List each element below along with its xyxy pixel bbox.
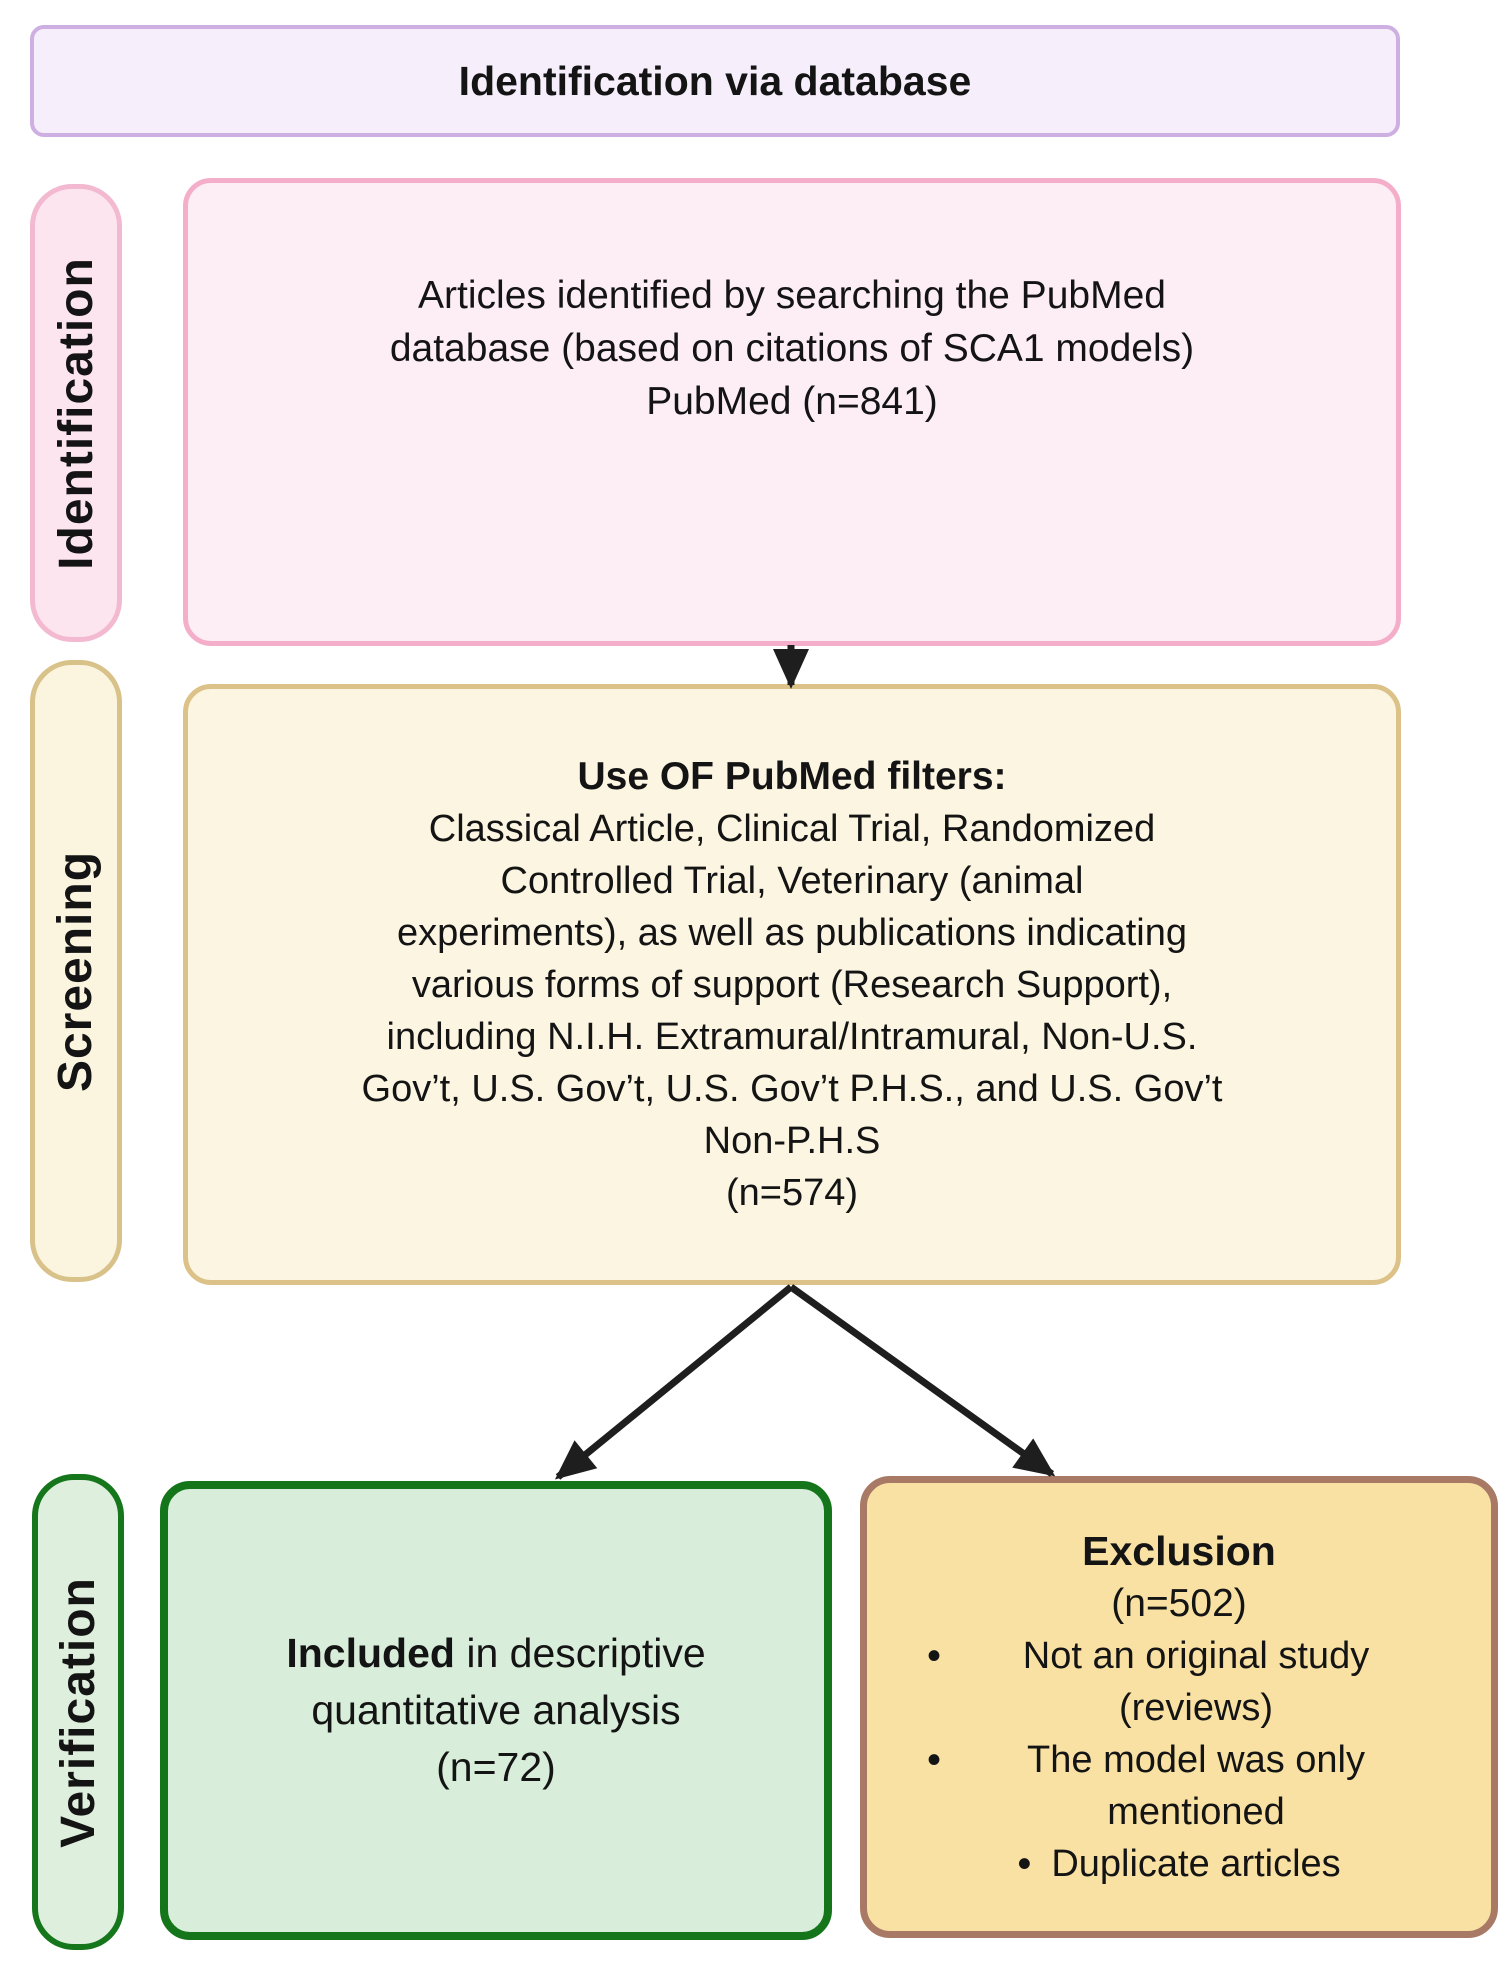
bullet-icon: •	[926, 1738, 941, 1782]
identified-count: PubMed (n=841)	[646, 380, 938, 423]
arrow-screening-to-exclusion	[788, 1284, 1056, 1477]
identified-articles-box: Articles identified by searching the Pub…	[183, 178, 1401, 646]
filters-line: Non-P.H.S	[703, 1120, 881, 1162]
included-rest: in descriptive	[454, 1630, 706, 1676]
exclusion-box: Exclusion (n=502) • Not an original stud…	[860, 1476, 1498, 1938]
stage-label-screening: Screening	[49, 850, 103, 1092]
included-bold-word: Included	[286, 1630, 455, 1676]
header-box: Identification via database	[30, 25, 1400, 137]
stage-pill-verification: Verification	[32, 1474, 124, 1950]
filters-line: experiments), as well as publications in…	[397, 912, 1187, 954]
stage-label-verification: Verification	[51, 1576, 105, 1848]
stage-pill-identification: Identification	[30, 184, 122, 642]
filters-line: Controlled Trial, Veterinary (animal	[500, 860, 1084, 902]
filters-count: (n=574)	[725, 1172, 859, 1214]
exclusion-title: Exclusion	[1082, 1528, 1276, 1574]
filters-line: including N.I.H. Extramural/Intramural, …	[386, 1016, 1198, 1058]
exclusion-bullet-text: The model was only mentioned	[1027, 1739, 1365, 1833]
stage-pill-screening: Screening	[30, 660, 122, 1282]
identified-line: database (based on citations of SCA1 mod…	[389, 327, 1195, 370]
exclusion-bullet-item: • Not an original study (reviews)	[927, 1630, 1431, 1734]
exclusion-count: (n=502)	[1111, 1582, 1247, 1625]
included-line: Included in descriptive	[168, 1625, 824, 1682]
exclusion-bullet-text: Duplicate articles	[1051, 1843, 1341, 1885]
exclusion-bullet-text: Not an original study (reviews)	[1022, 1635, 1370, 1729]
filters-line: Classical Article, Clinical Trial, Rando…	[428, 808, 1156, 850]
included-line: quantitative analysis	[311, 1687, 681, 1733]
exclusion-bullet-item: • Duplicate articles	[1017, 1838, 1340, 1890]
diagram-title: Identification via database	[458, 57, 972, 104]
included-box: Included in descriptive quantitative ana…	[160, 1481, 832, 1940]
arrow-screening-to-included	[554, 1284, 794, 1480]
pubmed-filters-box: Use OF PubMed filters: Classical Article…	[183, 684, 1401, 1285]
filters-line: various forms of support (Research Suppo…	[411, 964, 1173, 1006]
filters-title: Use OF PubMed filters:	[577, 755, 1007, 798]
included-count: (n=72)	[436, 1744, 556, 1790]
stage-label-identification: Identification	[49, 256, 103, 570]
filters-line: Gov’t, U.S. Gov’t, U.S. Gov’t P.H.S., an…	[361, 1068, 1223, 1110]
bullet-icon: •	[926, 1634, 941, 1678]
identified-line: Articles identified by searching the Pub…	[418, 274, 1166, 317]
exclusion-bullet-item: • The model was only mentioned	[927, 1734, 1431, 1838]
bullet-icon: •	[1017, 1842, 1032, 1886]
